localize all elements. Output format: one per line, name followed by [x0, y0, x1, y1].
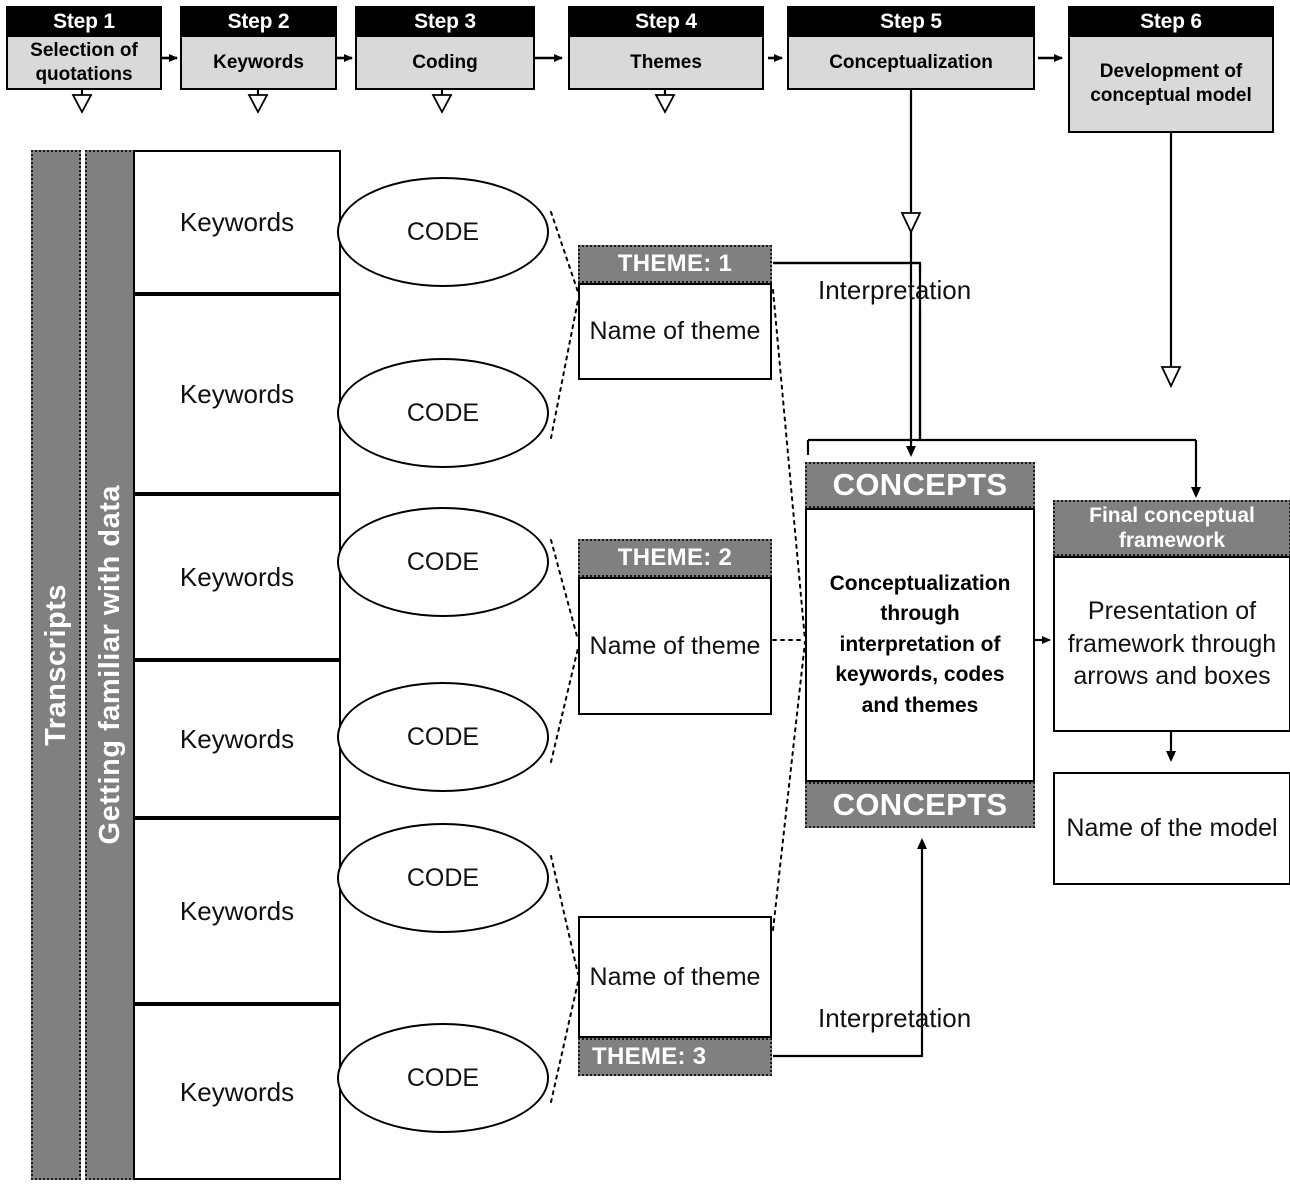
keyword-label: Keywords [179, 1076, 295, 1107]
keyword-box-4[interactable]: Keywords [133, 660, 341, 818]
keyword-box-3[interactable]: Keywords [133, 494, 341, 660]
interpretation-label-bottom: Interpretation [818, 1003, 972, 1033]
theme-1-header-label: THEME: 1 [617, 250, 733, 277]
bar-getting-familiar-label: Getting familiar with data [93, 485, 126, 845]
step-1-body: Selection of quotations [30, 40, 138, 85]
concepts-header-top[interactable]: CONCEPTS [805, 462, 1035, 508]
step-box-5[interactable]: Step 5 Conceptualization [787, 6, 1035, 90]
final-framework-header-label: Final conceptual framework [1089, 503, 1255, 552]
final-framework-body[interactable]: Presentation of framework through arrows… [1053, 556, 1290, 732]
theme-2-body[interactable]: Name of theme [578, 577, 772, 715]
code-label: CODE [406, 722, 480, 751]
theme-2-header-label: THEME: 2 [617, 544, 733, 571]
theme-1-body-label: Name of theme [589, 317, 761, 346]
code-ellipse-2[interactable]: CODE [337, 358, 549, 468]
step5-arrowhead [900, 212, 922, 235]
theme-2-body-label: Name of theme [589, 631, 761, 660]
step-2-header: Step 2 [182, 8, 335, 38]
code-ellipse-6[interactable]: CODE [337, 1023, 549, 1133]
model-name-label: Name of the model [1066, 814, 1278, 843]
model-name-box[interactable]: Name of the model [1053, 772, 1290, 885]
theme-2-header[interactable]: THEME: 2 [578, 539, 772, 577]
step-box-4[interactable]: Step 4 Themes [568, 6, 764, 90]
keyword-label: Keywords [179, 378, 295, 409]
bar-transcripts: Transcripts [31, 150, 81, 1180]
step-4-body: Themes [630, 51, 702, 73]
theme-1-body[interactable]: Name of theme [578, 283, 772, 380]
step6-arrowhead [1160, 366, 1182, 389]
theme-3-body[interactable]: Name of theme [578, 916, 772, 1038]
bar-getting-familiar: Getting familiar with data [85, 150, 135, 1180]
concepts-header-bottom[interactable]: CONCEPTS [805, 782, 1035, 828]
concepts-header-top-label: CONCEPTS [832, 467, 1008, 502]
theme-concepts-dotted-links [772, 289, 806, 931]
code-label: CODE [406, 217, 480, 246]
final-framework-body-label: Presentation of framework through arrows… [1067, 597, 1277, 691]
code-ellipse-3[interactable]: CODE [337, 507, 549, 617]
code-label: CODE [406, 1063, 480, 1092]
interpretation-label-top: Interpretation [818, 275, 972, 305]
keyword-label: Keywords [179, 723, 295, 754]
keyword-label: Keywords [179, 206, 295, 237]
bar-transcripts-label: Transcripts [39, 584, 72, 746]
concepts-header-bottom-label: CONCEPTS [832, 787, 1008, 822]
step-5-header: Step 5 [789, 8, 1033, 38]
code-ellipse-1[interactable]: CODE [337, 177, 549, 287]
step-1-header: Step 1 [8, 8, 160, 38]
keyword-label: Keywords [179, 895, 295, 926]
step-5-body: Conceptualization [829, 51, 993, 73]
step-down-arrowheads [71, 94, 676, 114]
step-box-1[interactable]: Step 1 Selection of quotations [6, 6, 162, 90]
code-ellipse-5[interactable]: CODE [337, 823, 549, 933]
step-box-2[interactable]: Step 2 Keywords [180, 6, 337, 90]
keyword-box-6[interactable]: Keywords [133, 1004, 341, 1180]
code-theme-dotted-links [550, 211, 579, 1103]
step-6-body: Development of conceptual model [1090, 61, 1252, 107]
step-3-header: Step 3 [357, 8, 533, 38]
step-3-body: Coding [412, 51, 478, 73]
keyword-box-1[interactable]: Keywords [133, 150, 341, 294]
final-framework-header[interactable]: Final conceptual framework [1053, 500, 1290, 556]
code-label: CODE [406, 547, 480, 576]
theme-3-header-label: THEME: 3 [592, 1043, 707, 1070]
code-label: CODE [406, 863, 480, 892]
keyword-label: Keywords [179, 561, 295, 592]
theme-3-body-label: Name of theme [589, 962, 761, 991]
concepts-body[interactable]: Conceptualization through interpretation… [805, 508, 1035, 782]
code-ellipse-4[interactable]: CODE [337, 682, 549, 792]
keyword-box-5[interactable]: Keywords [133, 818, 341, 1004]
theme-1-header[interactable]: THEME: 1 [578, 245, 772, 283]
step-4-header: Step 4 [570, 8, 762, 38]
concepts-body-label: Conceptualization through interpretation… [829, 571, 1011, 717]
step-2-body: Keywords [213, 51, 304, 73]
step-box-3[interactable]: Step 3 Coding [355, 6, 535, 90]
code-label: CODE [406, 398, 480, 427]
keyword-box-2[interactable]: Keywords [133, 294, 341, 494]
theme-3-header[interactable]: THEME: 3 [578, 1038, 772, 1076]
step-6-header: Step 6 [1070, 8, 1272, 38]
step-box-6[interactable]: Step 6 Development of conceptual model [1068, 6, 1274, 133]
